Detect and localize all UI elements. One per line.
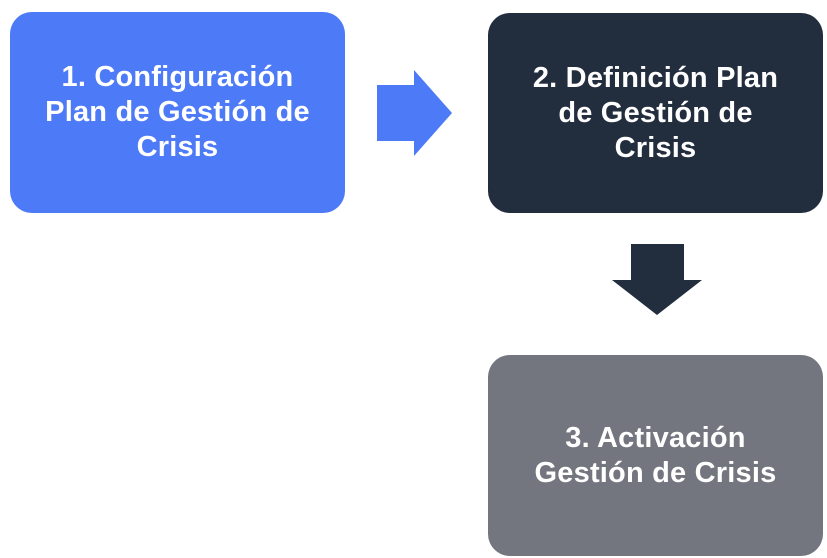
arrow-down-head — [612, 280, 702, 315]
step-2-label: 2. Definición Plan de Gestión de Crisis — [532, 61, 779, 164]
step-3-box: 3. Activación Gestión de Crisis — [488, 355, 823, 556]
arrow-right-shaft — [377, 85, 414, 141]
arrow-right-head — [414, 70, 452, 156]
arrow-down-icon — [612, 244, 703, 315]
step-3-label: 3. Activación Gestión de Crisis — [534, 421, 777, 489]
arrow-down-shaft — [631, 244, 684, 281]
arrow-right-icon — [377, 70, 452, 156]
step-2-box: 2. Definición Plan de Gestión de Crisis — [488, 13, 823, 213]
step-1-box: 1. Configuración Plan de Gestión de Cris… — [10, 12, 345, 213]
step-1-label: 1. Configuración Plan de Gestión de Cris… — [45, 61, 310, 163]
